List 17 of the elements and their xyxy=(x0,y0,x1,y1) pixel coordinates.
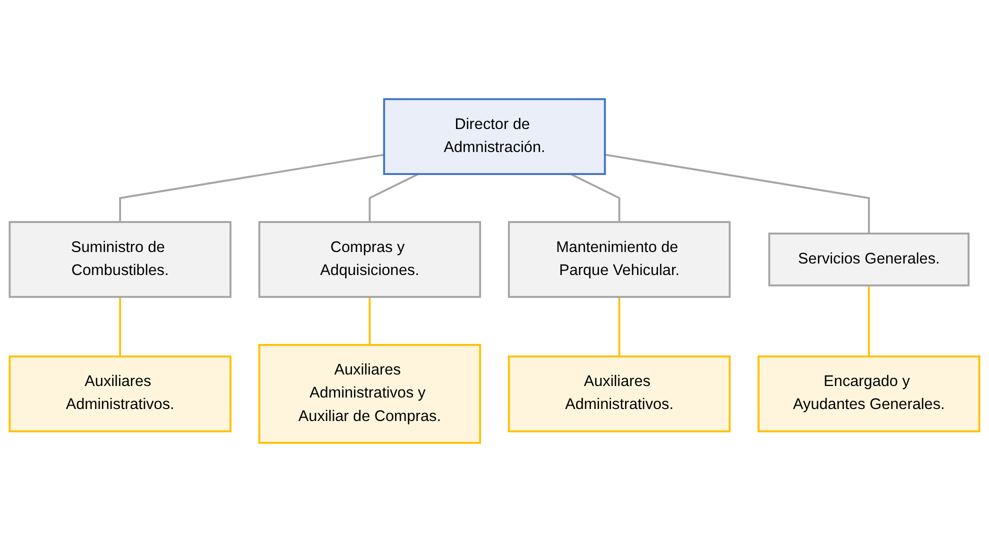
connector xyxy=(618,296,620,356)
connector xyxy=(119,296,122,356)
connector xyxy=(604,154,870,234)
node-box: Suministro de Combustibles. xyxy=(8,221,232,298)
node-box: Auxiliares Administrativos. xyxy=(8,355,232,432)
node-box: Auxiliares Administrativos. xyxy=(508,355,731,432)
node-box: Encargado y Ayudantes Generales. xyxy=(758,355,980,432)
node-box: Compras y Adquisiciones. xyxy=(258,221,482,298)
connector xyxy=(570,173,620,222)
connector xyxy=(119,154,384,222)
node-box: Mantenimiento de Parque Vehicular. xyxy=(508,221,731,298)
node-box: Auxiliares Administrativos y Auxiliar de Compras. xyxy=(258,344,482,444)
node-box: Director de Admnistración. xyxy=(383,98,606,175)
node-box: Servicios Generales. xyxy=(768,232,970,286)
connector xyxy=(368,173,419,222)
connector xyxy=(368,296,371,345)
connector xyxy=(868,285,870,356)
